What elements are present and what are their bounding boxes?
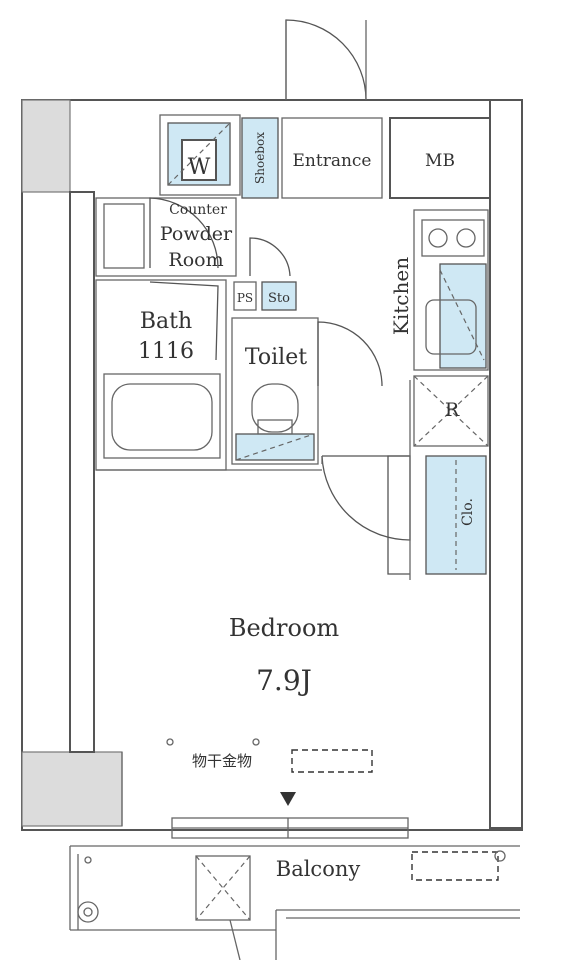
counter-label: Counter	[169, 202, 227, 218]
bath-label: Bath	[140, 309, 192, 334]
balcony-window	[171, 817, 409, 839]
sink	[425, 299, 477, 355]
entrance-door	[285, 19, 367, 101]
shoebox-label: Shoebox	[253, 132, 267, 184]
overhead-storage	[291, 749, 373, 773]
entrance-label: Entrance	[293, 151, 372, 171]
mb-label: MB	[425, 151, 455, 171]
refrigerator-space	[413, 375, 489, 447]
refrigerator-label: R	[445, 399, 460, 421]
powder-room	[95, 197, 237, 277]
kitchen-label: Kitchen	[389, 257, 413, 335]
shoebox-cabinet	[241, 117, 279, 199]
bath-size-label: 1116	[138, 339, 194, 364]
powder-room-label-1: Powder	[160, 223, 233, 245]
storage-cabinet	[261, 281, 297, 311]
toilet-room	[231, 317, 383, 465]
balcony-label: Balcony	[276, 857, 361, 881]
sto-label: Sto	[268, 291, 290, 306]
window-arrow-icon	[280, 792, 296, 806]
closet-door-lower	[387, 520, 410, 575]
bedroom-size-label: 7.9J	[256, 664, 312, 697]
toilet-label: Toilet	[245, 345, 307, 370]
kitchen-area	[413, 209, 489, 371]
powder-room-label-2: Room	[168, 249, 223, 271]
corridor-door	[249, 237, 291, 277]
bedroom-door	[321, 455, 411, 541]
laundry-hardware-label: 物干金物	[192, 752, 252, 770]
washer-label: W	[188, 155, 211, 180]
washer-area	[159, 114, 241, 196]
stove	[421, 219, 485, 257]
meter-box	[389, 117, 491, 199]
structural-column-bottom	[21, 751, 123, 827]
outdoor-unit	[411, 851, 499, 881]
kitchen-sink-counter	[439, 263, 487, 369]
balcony-area	[69, 845, 520, 960]
structural-column-top	[21, 99, 71, 193]
ps-label: PS	[237, 291, 253, 305]
bedroom-label: Bedroom	[229, 614, 340, 642]
evacuation-hatch	[195, 855, 251, 921]
closet-label: Clo.	[460, 498, 476, 526]
pipe-space	[233, 281, 257, 311]
